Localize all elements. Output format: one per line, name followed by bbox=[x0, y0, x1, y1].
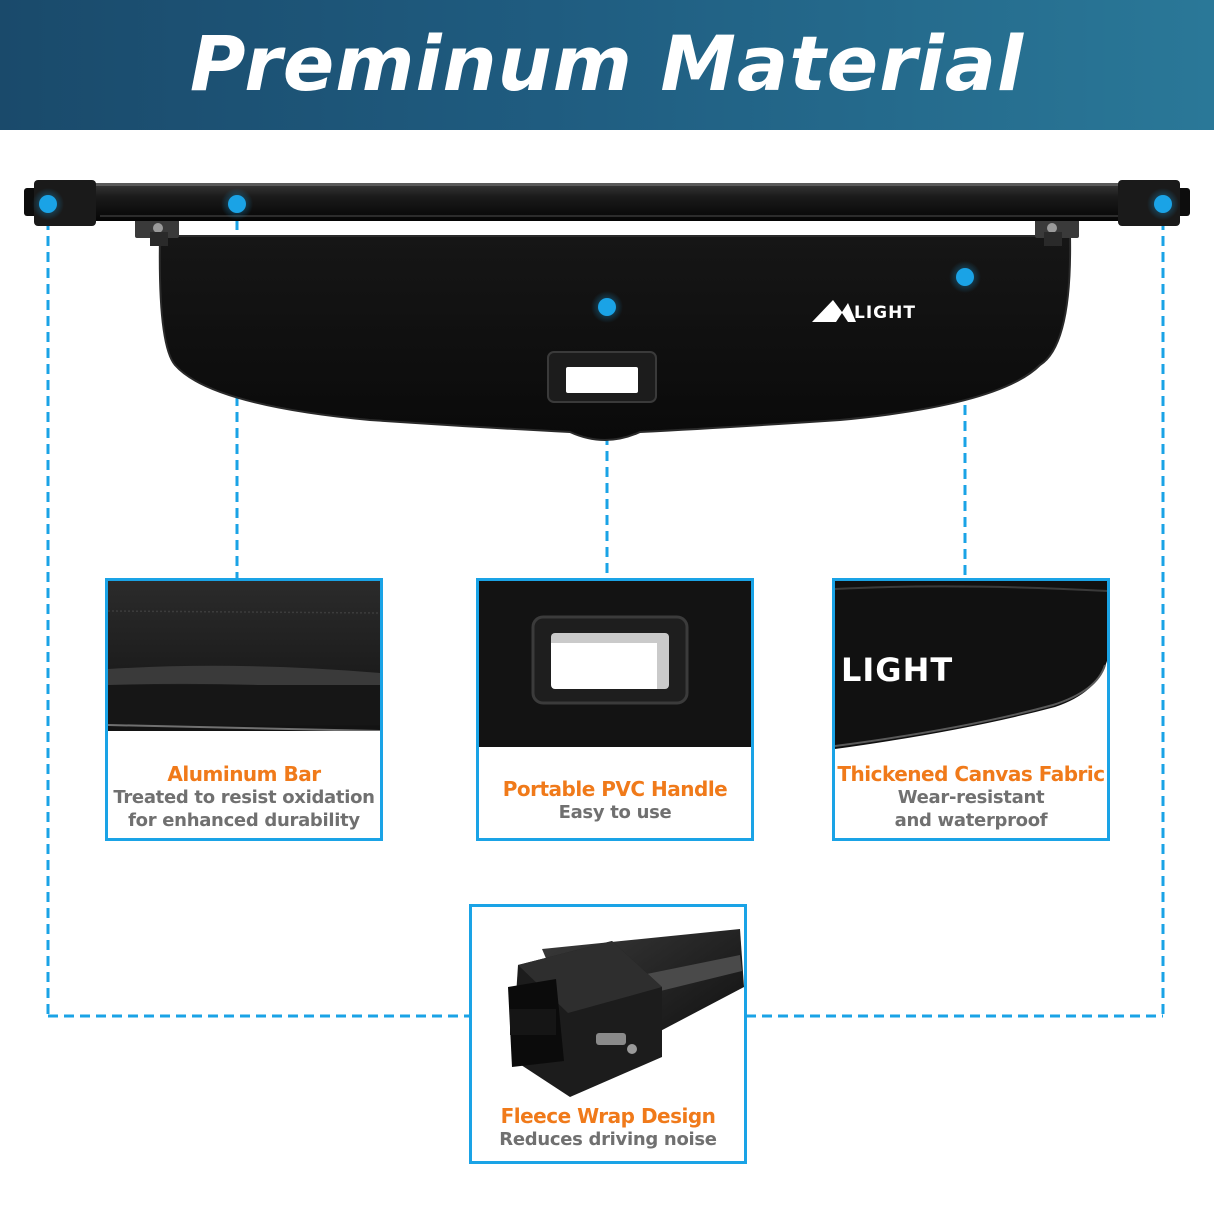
callout-dot-icon bbox=[32, 188, 1179, 323]
feature-description: for enhanced durability bbox=[128, 810, 360, 831]
banner-title: Preminum Material bbox=[189, 18, 1025, 108]
feature-description: Reduces driving noise bbox=[499, 1129, 717, 1150]
feature-panel-fleece-wrap: Fleece Wrap Design Reduces driving noise bbox=[469, 904, 747, 1164]
feature-title: Portable PVC Handle bbox=[502, 777, 728, 801]
aluminum-bar bbox=[40, 183, 1175, 221]
feature-description: and waterproof bbox=[894, 810, 1048, 831]
pvc-handle-closeup bbox=[479, 581, 751, 761]
mounting-clip bbox=[135, 218, 1079, 246]
cover-fabric bbox=[158, 235, 1072, 441]
feature-title: Aluminum Bar bbox=[167, 762, 321, 786]
feature-description: Easy to use bbox=[558, 802, 672, 823]
canvas-fabric-closeup bbox=[835, 581, 1107, 749]
aluminum-bar-closeup bbox=[108, 581, 380, 751]
feature-panel-aluminum-bar: Aluminum Bar Treated to resist oxidation… bbox=[105, 578, 383, 841]
feature-title: Fleece Wrap Design bbox=[500, 1104, 716, 1128]
header-banner: Preminum Material bbox=[0, 0, 1214, 130]
feature-description: Wear-resistant bbox=[897, 787, 1045, 808]
feature-description: Treated to resist oxidation bbox=[113, 787, 375, 808]
feature-panel-canvas-fabric: LIGHT Thickened Canvas Fabric Wear-resis… bbox=[832, 578, 1110, 841]
brand-logo-text: LIGHT bbox=[841, 651, 954, 689]
feature-title: Thickened Canvas Fabric bbox=[837, 762, 1105, 786]
brand-logo-icon bbox=[812, 300, 856, 322]
feature-panel-pvc-handle: Portable PVC Handle Easy to use bbox=[476, 578, 754, 841]
brand-logo-text: LIGHT bbox=[854, 303, 916, 323]
pvc-handle-icon bbox=[547, 351, 657, 403]
callout-lines bbox=[46, 204, 1165, 1018]
fleece-wrap-closeup bbox=[472, 907, 744, 1102]
